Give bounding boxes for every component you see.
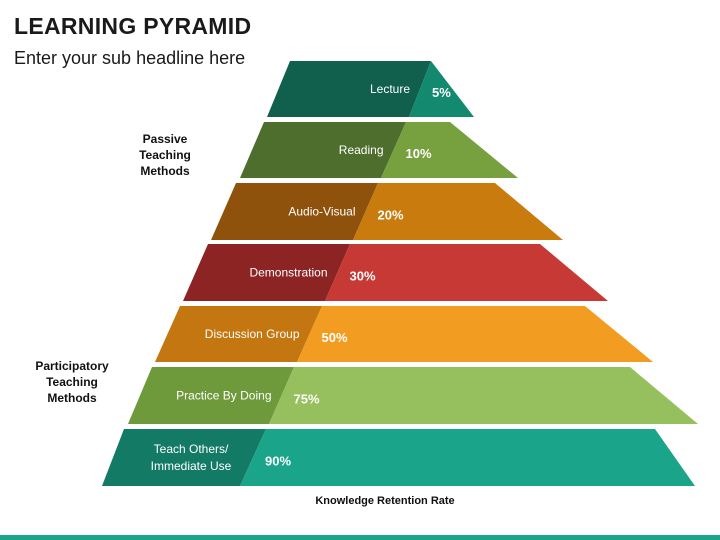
participatory-methods-label: Participatory Teaching Methods — [35, 359, 109, 405]
retention-rate-caption: Knowledge Retention Rate — [315, 495, 455, 507]
level-rate-label: 10% — [406, 146, 432, 161]
level-rate-label: 50% — [322, 330, 348, 345]
level-rate-band — [297, 306, 653, 362]
page-title: LEARNING PYRAMID — [14, 13, 252, 39]
page-subtitle: Enter your sub headline here — [14, 48, 246, 68]
pyramid-level: Demonstration 30% — [183, 244, 608, 301]
level-rate-band — [353, 183, 563, 240]
level-method-label: Audio-Visual — [288, 205, 355, 219]
level-method-band — [155, 306, 322, 362]
pyramid-level: Lecture 5% — [267, 61, 474, 117]
level-rate-label: 90% — [265, 454, 291, 469]
level-rate-band — [240, 429, 695, 486]
level-method-label: Teach Others/Immediate Use — [151, 442, 232, 473]
level-rate-label: 30% — [350, 269, 376, 284]
level-method-band — [211, 183, 378, 240]
pyramid-level: Teach Others/Immediate Use 90% — [102, 429, 695, 486]
footer-accent-bar — [0, 535, 720, 540]
pyramid-level: Discussion Group 50% — [155, 306, 653, 362]
level-method-band — [183, 244, 350, 301]
level-method-label: Discussion Group — [205, 327, 300, 341]
level-rate-band — [269, 367, 698, 424]
passive-methods-label: Passive Teaching Methods — [139, 132, 191, 178]
level-method-label: Practice By Doing — [176, 389, 271, 403]
level-method-band — [128, 367, 294, 424]
level-method-band — [267, 61, 431, 117]
level-rate-band — [381, 122, 518, 178]
level-method-label: Lecture — [370, 82, 410, 96]
level-method-band — [102, 429, 266, 486]
level-rate-label: 5% — [432, 85, 451, 100]
pyramid-level: Reading 10% — [240, 122, 518, 178]
pyramid-level: Audio-Visual 20% — [211, 183, 563, 240]
level-method-band — [240, 122, 406, 178]
level-method-label: Reading — [339, 143, 384, 157]
level-rate-band — [409, 61, 474, 117]
level-rate-label: 75% — [294, 392, 320, 407]
level-rate-band — [325, 244, 608, 301]
level-method-label: Demonstration — [249, 266, 327, 280]
level-rate-label: 20% — [378, 208, 404, 223]
pyramid-level: Practice By Doing 75% — [128, 367, 698, 424]
